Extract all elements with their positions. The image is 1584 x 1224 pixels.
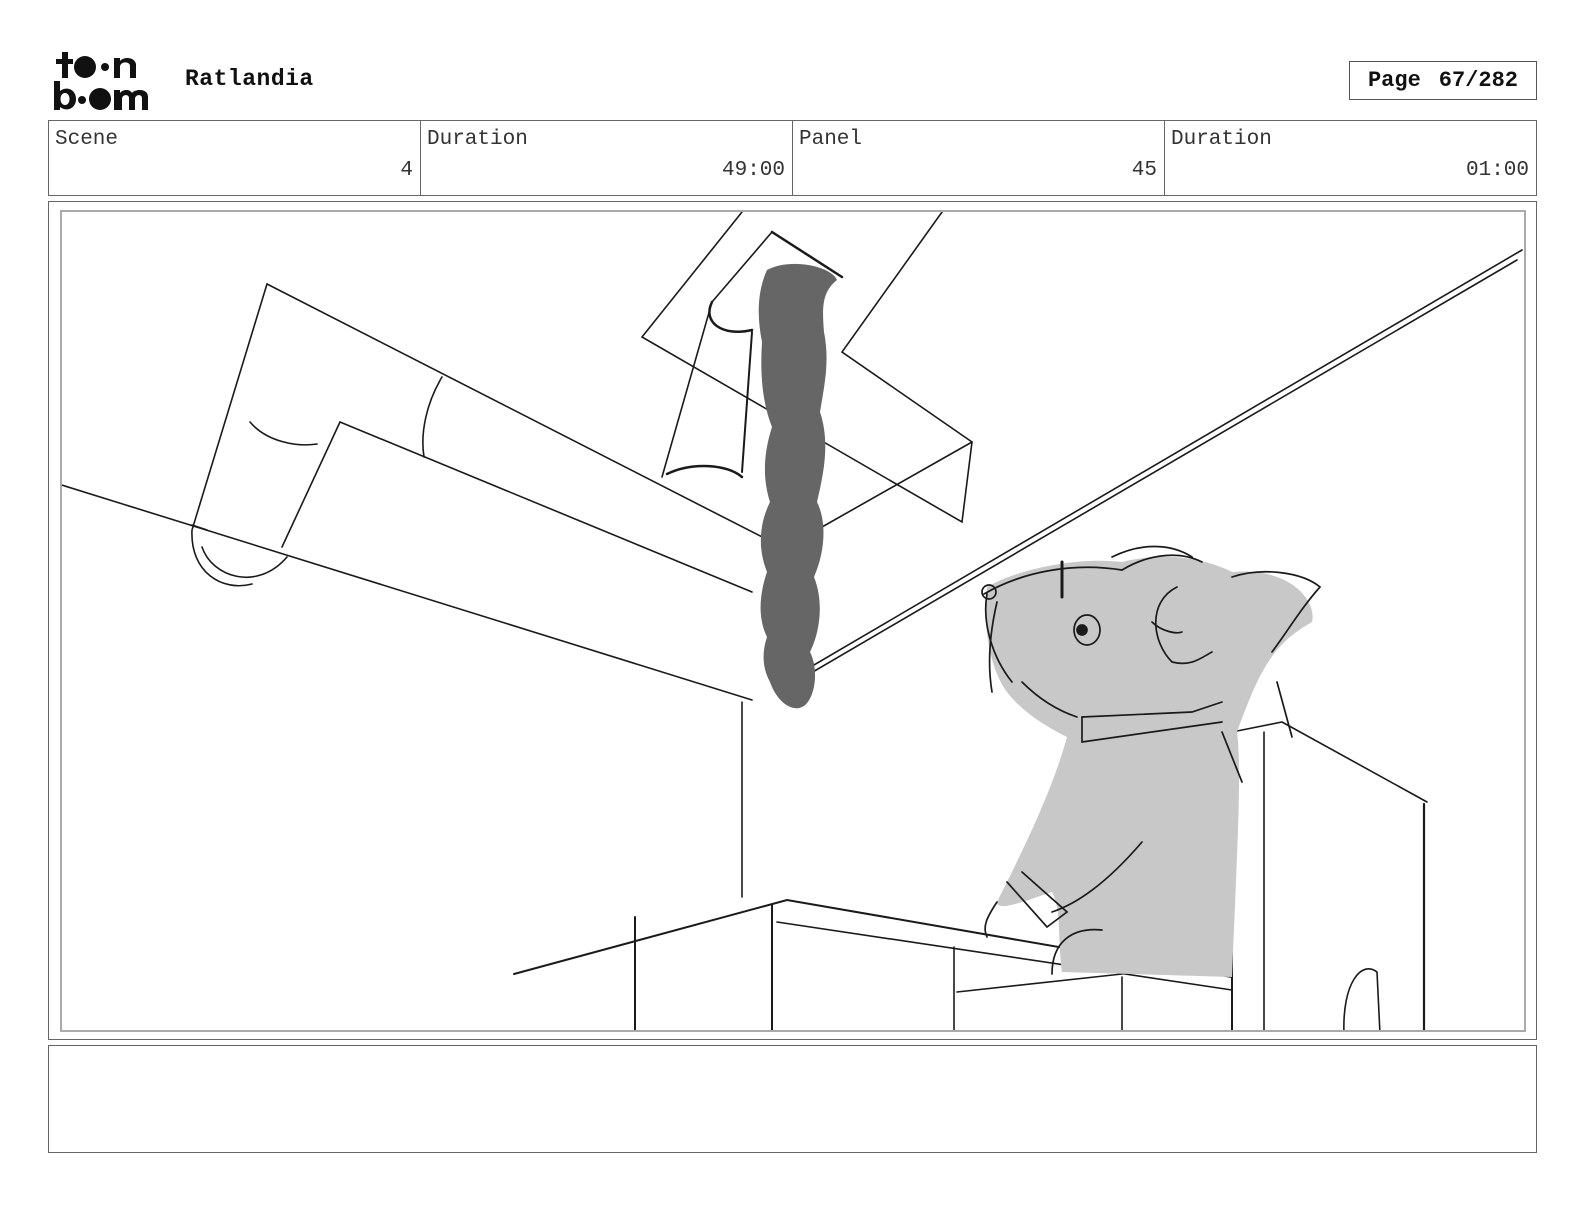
ceiling-edge-right [801, 249, 1523, 673]
page-label: Page [1367, 68, 1421, 93]
pipe-elbow-outer [191, 283, 268, 587]
scene-duration-cell: Duration 49:00 [421, 121, 793, 195]
ceiling-edge-right-2 [781, 259, 1518, 691]
panel-duration-label: Duration [1171, 128, 1272, 151]
pipe-top [266, 283, 773, 543]
scene-cell: Scene 4 [49, 121, 421, 195]
toonboom-logo [54, 52, 148, 110]
panel-value: 45 [1131, 159, 1157, 182]
scene-info-table: Scene 4 Duration 49:00 Panel 45 Duration… [48, 120, 1537, 196]
scene-duration-value: 49:00 [721, 159, 785, 182]
rat-tail [758, 263, 837, 709]
ceiling-edge-left [62, 484, 753, 701]
scene-duration-label: Duration [427, 128, 528, 151]
rat-character [981, 545, 1322, 977]
scene-value: 4 [400, 159, 413, 182]
panel-notes-box [48, 1045, 1537, 1153]
panel-label: Panel [799, 128, 863, 151]
page-indicator: Page 67/282 [1349, 61, 1537, 100]
storyboard-panel-frame [48, 201, 1537, 1040]
panel-duration-value: 01:00 [1465, 159, 1529, 182]
vent-box [640, 212, 973, 524]
storyboard-sketch [62, 212, 1523, 1030]
pipe-elbow-inner [281, 421, 341, 548]
panel-duration-cell: Duration 01:00 [1165, 121, 1536, 195]
panel-cell: Panel 45 [793, 121, 1165, 195]
scene-label: Scene [55, 128, 119, 151]
project-title: Ratlandia [185, 66, 314, 92]
pipe-bottom [339, 421, 753, 593]
page-number: 67/282 [1438, 68, 1519, 93]
storyboard-panel-image [60, 210, 1526, 1032]
